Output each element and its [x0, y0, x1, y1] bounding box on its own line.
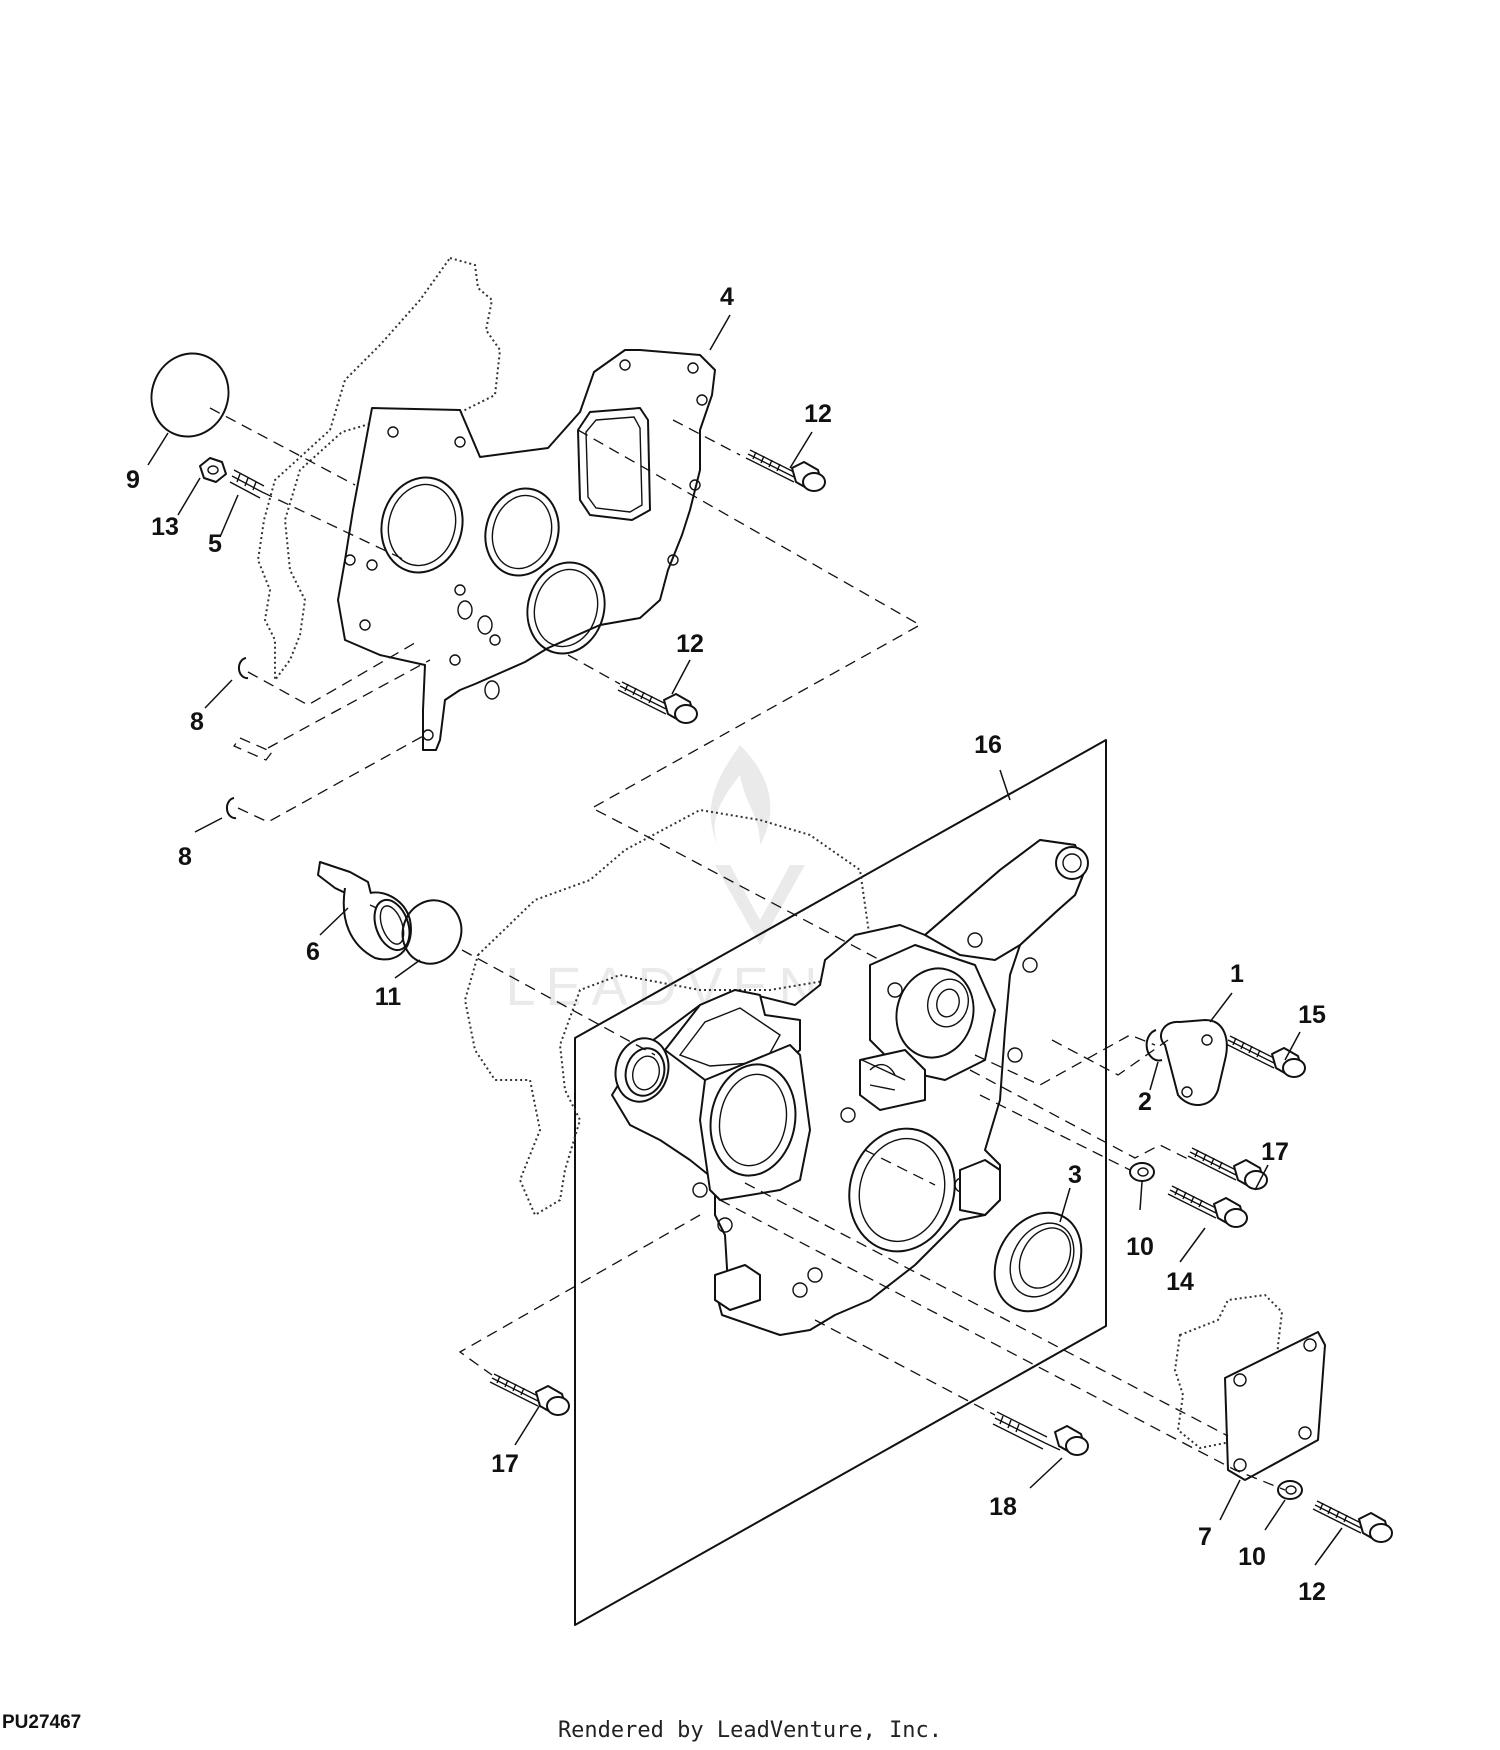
callout-12-middle[interactable]: 12 — [676, 630, 704, 658]
bolt-part-14[interactable] — [1167, 1185, 1248, 1228]
cover-assembly-frame-16 — [574, 739, 1107, 1626]
washer-part-10-lower[interactable] — [1277, 1480, 1303, 1500]
callout-14[interactable]: 14 — [1166, 1268, 1194, 1296]
callout-8-lower[interactable]: 8 — [178, 843, 192, 871]
callout-2[interactable]: 2 — [1138, 1088, 1152, 1116]
bolt-part-18[interactable] — [992, 1411, 1089, 1456]
cover-plate-part-7[interactable] — [1224, 1331, 1326, 1481]
assembly-lines — [209, 407, 1286, 1491]
callout-1[interactable]: 1 — [1230, 960, 1244, 988]
callout-16[interactable]: 16 — [974, 731, 1002, 759]
oring-part-11[interactable] — [394, 892, 470, 972]
callout-11[interactable]: 11 — [375, 983, 402, 1011]
nut-part-13[interactable] — [199, 457, 227, 483]
bolt-part-12-lower[interactable] — [1312, 1500, 1393, 1543]
plate-part-4[interactable] — [337, 349, 716, 751]
callout-4[interactable]: 4 — [720, 283, 734, 311]
bolt-part-17-right[interactable] — [1187, 1147, 1268, 1190]
oring-part-9[interactable] — [140, 343, 240, 448]
gasket-outline-dotted — [256, 256, 502, 683]
callout-3[interactable]: 3 — [1068, 1161, 1082, 1189]
cover-outline-dotted — [463, 808, 872, 1217]
crankshaft-seal-part-3[interactable] — [977, 1197, 1098, 1327]
callout-12-lower[interactable]: 12 — [1298, 1578, 1326, 1606]
cover-plate-part-1[interactable] — [1160, 1019, 1228, 1106]
render-credit-footer: Rendered by LeadVenture, Inc. — [557, 1718, 943, 1743]
bolt-part-12-upper[interactable] — [745, 449, 826, 492]
dowel-pin — [232, 737, 274, 761]
callout-17-left[interactable]: 17 — [491, 1450, 519, 1478]
diagram-reference-code: PU27467 — [2, 1712, 82, 1733]
watermark-flame-icon — [710, 745, 771, 850]
oring-part-8-upper[interactable] — [237, 657, 249, 680]
callout-10-lower[interactable]: 10 — [1238, 1543, 1266, 1571]
callout-labels: 4 12 9 13 5 12 8 8 16 6 11 1 15 2 3 17 1… — [126, 283, 1326, 1606]
callout-17-right[interactable]: 17 — [1261, 1138, 1289, 1166]
callout-18[interactable]: 18 — [989, 1493, 1017, 1521]
callout-5[interactable]: 5 — [208, 530, 222, 558]
watermark-v-icon — [715, 865, 805, 945]
washer-part-10-upper[interactable] — [1129, 1162, 1155, 1182]
timing-cover-part-16[interactable] — [609, 839, 1089, 1336]
oil-filler-cap-part-6[interactable] — [317, 861, 416, 961]
callout-9[interactable]: 9 — [126, 466, 140, 494]
oring-part-8-lower[interactable] — [225, 797, 237, 820]
bolt-part-17-left[interactable] — [489, 1373, 570, 1416]
callout-10-upper[interactable]: 10 — [1126, 1233, 1154, 1261]
callout-12-upper[interactable]: 12 — [804, 400, 832, 428]
stud-part-5[interactable] — [229, 469, 265, 499]
bolt-part-12-middle[interactable] — [617, 681, 698, 724]
callout-13[interactable]: 13 — [151, 513, 179, 541]
callout-15[interactable]: 15 — [1298, 1001, 1326, 1029]
bolt-part-15[interactable] — [1225, 1035, 1306, 1078]
leader-lines — [147, 314, 1343, 1566]
callout-6[interactable]: 6 — [306, 938, 320, 966]
callout-7[interactable]: 7 — [1198, 1523, 1212, 1551]
oring-part-2[interactable] — [1145, 1029, 1163, 1062]
callout-8-upper[interactable]: 8 — [190, 708, 204, 736]
